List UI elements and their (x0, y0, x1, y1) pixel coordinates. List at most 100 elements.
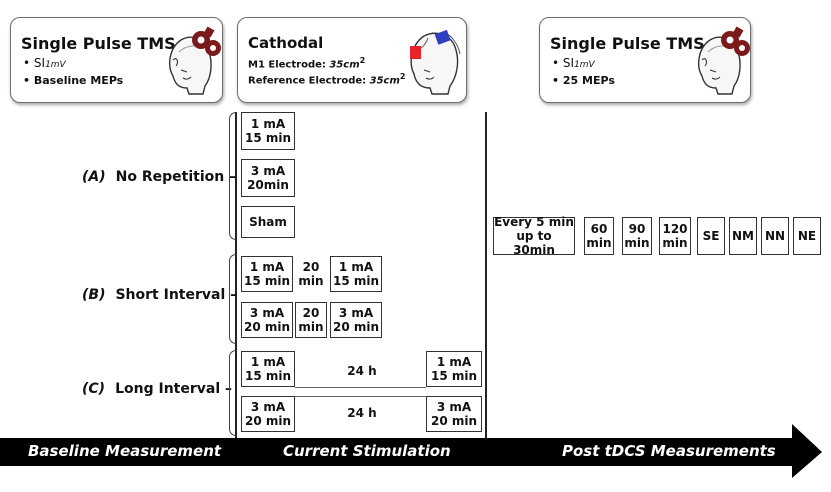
post-tms-card: Single Pulse TMS • SI1mV • 25 MEPs (539, 17, 751, 103)
post-se: SE (697, 217, 725, 255)
reference-electrode-line: Reference Electrode: 35cm2 (248, 72, 405, 86)
box-top-text: 90 (628, 222, 646, 236)
box-bottom-text: 20 min (430, 414, 478, 428)
baseline-meps-label: Baseline MEPs (33, 74, 124, 87)
group-b-letter: (B) (82, 287, 106, 303)
post-nm: NM (729, 217, 757, 255)
box-top-text: NN (764, 229, 786, 243)
head-electrodes-icon (410, 29, 461, 95)
gap-top-text: 20 (302, 306, 320, 320)
cathodal-card: Cathodal M1 Electrode: 35cm2 Reference E… (237, 17, 467, 103)
box-top-text: 3 mA (436, 400, 472, 414)
box-bottom-text: 15 min (430, 369, 478, 383)
box-top-text: 3 mA (249, 306, 285, 320)
box-top-text: NE (797, 229, 817, 243)
post-60-min: 60 min (584, 217, 614, 255)
group-c-letter: (C) (82, 381, 106, 397)
baseline-card-intensity: • SI1mV (23, 56, 66, 70)
box-top-text: Every 5 min (494, 215, 574, 229)
head-coil-icon (169, 26, 221, 95)
no-rep-protocol-sham: Sham (241, 206, 295, 238)
box-bottom-text: 15 min (332, 274, 380, 288)
group-b-text: Short Interval (115, 287, 226, 303)
no-rep-protocol-1mA: 1 mA 15 min (241, 112, 295, 150)
post-si-subscript: 1mV (574, 60, 595, 70)
box-bottom-text: min (624, 236, 650, 250)
box-top-text: 1 mA (250, 355, 286, 369)
box-top-text: SE (702, 229, 720, 243)
gap-bottom-text: min (298, 274, 324, 288)
group-a-text: No Repetition (115, 169, 225, 185)
short-int-row1-second: 1 mA 15 min (330, 256, 382, 292)
post-every-5-min: Every 5 min up to 30min (493, 215, 575, 257)
timeline-post-label: Post tDCS Measurements (562, 442, 776, 460)
box-bottom-text: 15 min (244, 369, 292, 383)
group-c-text: Long Interval (115, 381, 221, 397)
box-bottom-text: 20min (247, 178, 289, 192)
cathodal-card-title: Cathodal (248, 34, 324, 52)
stimulation-start-divider (235, 112, 237, 442)
m1-electrode-value: 35cm (329, 59, 360, 71)
box-top-text: 1 mA (250, 117, 286, 131)
timeline-baseline-label: Baseline Measurement (28, 442, 222, 460)
baseline-si-label: SI (33, 56, 46, 70)
m1-electrode-line: M1 Electrode: 35cm2 (248, 56, 365, 70)
long-int-row1-second: 1 mA 15 min (426, 351, 482, 387)
post-si-label: SI (562, 56, 575, 70)
group-a-label: (A)No Repetition – (82, 169, 237, 185)
gap-bottom-text: min (298, 320, 324, 334)
post-meps-label: 25 MEPs (562, 74, 615, 87)
group-a-bracket (229, 112, 236, 240)
long-int-row1-gap: 24 h (347, 364, 377, 378)
box-top-text: 120 (662, 222, 688, 236)
long-int-row2-second: 3 mA 20 min (426, 396, 482, 432)
post-card-title: Single Pulse TMS (550, 34, 705, 53)
baseline-tms-card: Single Pulse TMS • SI1mV • Baseline MEPs (10, 17, 223, 103)
baseline-card-title: Single Pulse TMS (21, 34, 176, 53)
box-bottom-text: 15 min (243, 274, 291, 288)
short-int-row2-first: 3 mA 20 min (241, 302, 293, 338)
post-ne: NE (793, 217, 821, 255)
head-coil-icon (698, 26, 750, 95)
group-b-label: (B)Short Interval – (82, 287, 238, 303)
box-top-text: 3 mA (250, 164, 286, 178)
group-a-letter: (A) (82, 169, 106, 185)
short-int-row2-gap: 20 min (295, 302, 327, 338)
post-card-intensity: • SI1mV (552, 56, 595, 70)
box-top-text: Sham (249, 215, 287, 229)
group-c-bracket (229, 350, 236, 436)
long-int-row2-connector (295, 396, 426, 397)
timeline-stimulation-label: Current Stimulation (283, 442, 451, 460)
box-top-text: 1 mA (338, 260, 374, 274)
long-int-row1-connector (295, 387, 426, 388)
reference-electrode-value: 35cm (369, 75, 400, 87)
reference-electrode-label: Reference Electrode: (248, 75, 370, 87)
box-top-text: NM (732, 229, 754, 243)
box-top-text: 1 mA (436, 355, 472, 369)
post-card-meps: • 25 MEPs (552, 74, 615, 87)
box-bottom-text: min (586, 236, 612, 250)
gap-top-text: 20 (302, 260, 320, 274)
box-bottom-text: 15 min (244, 131, 292, 145)
timeline-arrow (0, 424, 822, 478)
box-bottom-text: 20 min (244, 414, 292, 428)
post-90-min: 90 min (622, 217, 652, 255)
box-top-text: 60 (590, 222, 608, 236)
box-bottom-text: 20 min (243, 320, 291, 334)
long-int-row2-gap: 24 h (347, 406, 377, 420)
box-top-text: 3 mA (338, 306, 374, 320)
post-120-min: 120 min (659, 217, 691, 255)
group-c-label: (C)Long Interval – (82, 381, 232, 397)
baseline-si-subscript: 1mV (45, 60, 66, 70)
post-nn: NN (761, 217, 789, 255)
box-bottom-text: up to 30min (513, 229, 555, 257)
long-int-row1-first: 1 mA 15 min (241, 351, 295, 387)
short-int-row1-gap: 20 min (295, 256, 327, 292)
box-bottom-text: 20 min (332, 320, 380, 334)
box-top-text: 3 mA (250, 400, 286, 414)
group-b-bracket (229, 254, 236, 344)
stimulation-end-divider (485, 112, 487, 442)
m1-electrode-exp: 2 (359, 56, 366, 65)
long-int-row2-first: 3 mA 20 min (241, 396, 295, 432)
no-rep-protocol-3mA: 3 mA 20min (241, 159, 295, 197)
